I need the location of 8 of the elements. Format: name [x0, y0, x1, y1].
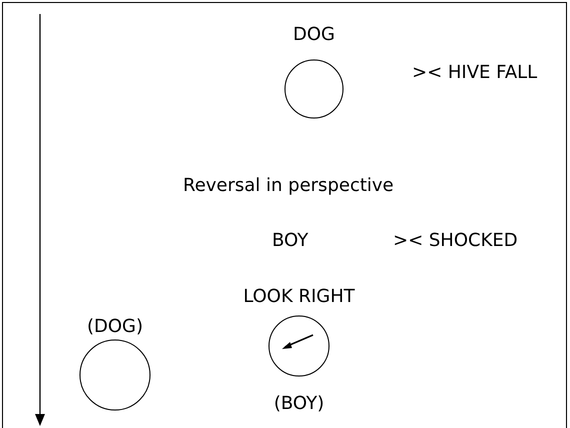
annotation-text: >< SHOCKED: [393, 230, 518, 252]
circle-label: DOG: [293, 24, 335, 46]
annotation-text: BOY: [272, 230, 308, 252]
circle-label: (DOG): [86, 316, 144, 338]
circle-label: (BOY): [274, 392, 324, 415]
circle-label: LOOK RIGHT: [243, 286, 355, 308]
annotation-text: >< HIVE FALL: [412, 62, 538, 84]
annotation-text: Reversal in perspective: [183, 175, 394, 198]
